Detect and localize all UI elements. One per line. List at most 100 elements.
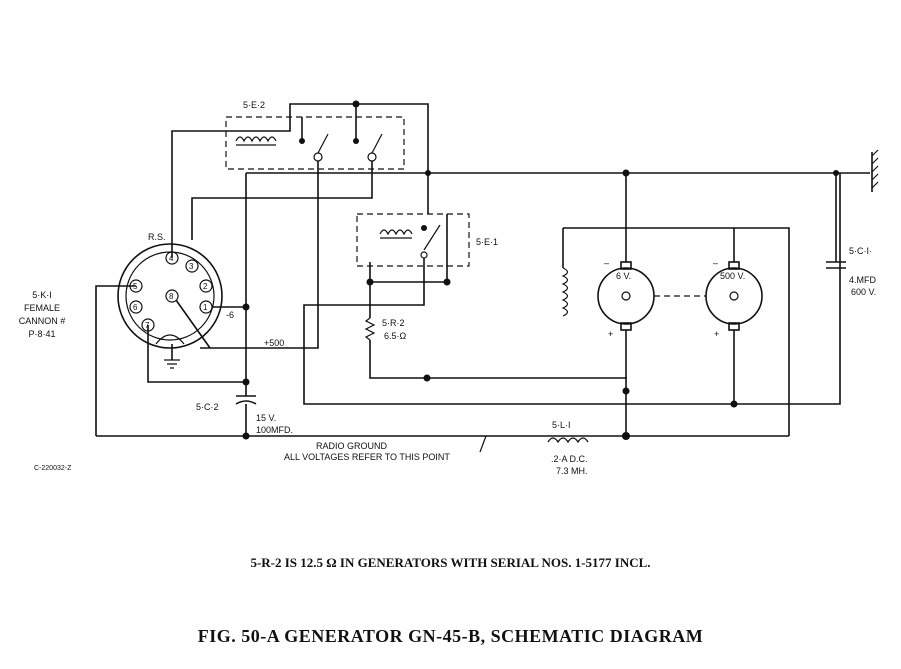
generator-500v xyxy=(705,267,763,325)
motor-6v-shaft xyxy=(621,291,631,301)
generator-500v-minus: – xyxy=(713,258,718,268)
pin-4 xyxy=(165,251,179,265)
wire-5e2-top xyxy=(289,103,429,173)
pin-3 xyxy=(185,259,199,273)
capacitor-5c1-label: 5·C·I· xyxy=(849,246,872,256)
inductor-5l1 xyxy=(547,437,589,444)
radio-ground-arrow xyxy=(479,435,487,453)
relay-5e2-label: 5·E·2 xyxy=(243,100,265,110)
wire-pin8 xyxy=(175,299,211,349)
field-coil xyxy=(561,267,569,317)
figure-title: FIG. 50-A GENERATOR GN-45-B, SCHEMATIC D… xyxy=(197,626,704,646)
relay-5e1-contact-a xyxy=(421,225,427,231)
junction xyxy=(622,387,630,395)
wire-r2-bottom xyxy=(369,340,627,379)
relay-5e2-arm-2 xyxy=(371,133,383,154)
connector-5k1: 4 3 2 1 5 6 7 8 xyxy=(117,243,223,369)
resistor-5r2 xyxy=(364,317,376,341)
junction xyxy=(366,278,374,286)
pin-minus6-label: -6 xyxy=(226,310,234,320)
junction xyxy=(425,170,431,176)
capacitor-5c1-value-2: 600 V. xyxy=(851,287,876,297)
relay-5e2-contact-d xyxy=(367,152,377,162)
relay-5e1-coil xyxy=(379,229,413,236)
relay-5e2-coil xyxy=(235,136,277,143)
pin-4-label: 4 xyxy=(169,254,174,263)
motor-6v-label: 6 V. xyxy=(616,271,631,281)
brush-6v-top xyxy=(620,261,632,270)
drawing-number: C-220032-Z xyxy=(34,465,72,472)
relay-5e1-housing xyxy=(356,213,470,267)
relay-5e1-contact-b xyxy=(420,251,428,259)
wire-5e2-left xyxy=(171,117,291,258)
rs-label: R.S. xyxy=(148,232,166,242)
connector-label-2: FEMALE xyxy=(24,303,60,313)
junctions xyxy=(242,100,839,440)
motor-6v-plus: + xyxy=(608,329,613,339)
serial-number-note: 5-R-2 IS 12.5 Ω IN GENERATORS WITH SERIA… xyxy=(250,555,651,570)
pin-3-label: 3 xyxy=(189,262,194,271)
pin-8 xyxy=(165,289,179,303)
connector-label-3: CANNON # xyxy=(19,316,66,326)
generator-500v-label: 500 V. xyxy=(720,271,745,281)
wire-pin5 xyxy=(95,285,136,436)
junction xyxy=(242,303,250,311)
pin-6-label: 6 xyxy=(133,303,138,312)
plus500-label: +500 xyxy=(264,338,284,348)
relay-5e2: 5·E·2 xyxy=(225,100,405,170)
junction xyxy=(423,374,431,382)
capacitor-5c2-value-1: 15 V. xyxy=(256,413,276,423)
capacitor-5c1-value-1: 4.MFD xyxy=(849,275,877,285)
junction xyxy=(242,378,250,386)
pin-5 xyxy=(129,279,143,293)
pin-2-label: 2 xyxy=(203,282,208,291)
pin-8-label: 8 xyxy=(169,292,174,301)
resistor-5r2-label: 5·R·2 xyxy=(382,318,405,328)
pin-1 xyxy=(199,300,213,314)
wire-pin3 xyxy=(191,161,373,240)
connector-key xyxy=(155,334,185,345)
labels: R.S. 5·K·I FEMALE CANNON # P·8·41 -6 +50… xyxy=(19,232,877,476)
pin-2 xyxy=(199,279,213,293)
inductor-5l1-label: 5·L·I xyxy=(552,420,571,430)
pin-7 xyxy=(141,318,155,332)
capacitor-5c2-value-2: 100MFD. xyxy=(256,425,293,435)
relay-5e2-arm-1 xyxy=(317,133,329,154)
relay-5e2-housing xyxy=(225,116,405,170)
generator-500v-shaft xyxy=(729,291,739,301)
relay-5e1-arm xyxy=(423,224,441,251)
wire-5e1-return xyxy=(303,173,841,405)
wire-pin7 xyxy=(147,325,246,383)
ground-hatch xyxy=(871,149,879,189)
relay-5e2-contact-b xyxy=(313,152,323,162)
junction xyxy=(833,170,839,176)
wiring xyxy=(95,103,879,453)
junction xyxy=(443,278,451,286)
wire-plus500 xyxy=(200,161,319,349)
radio-ground-label: RADIO GROUND xyxy=(316,441,388,451)
capacitor-5c2-label: 5·C·2 xyxy=(196,402,219,412)
generator-500v-plus: + xyxy=(714,329,719,339)
radio-ground-note: ALL VOLTAGES REFER TO THIS POINT xyxy=(284,452,450,462)
relay-5e1: 5·E·1 xyxy=(356,213,498,267)
capacitor-5c2-plate-bottom xyxy=(235,400,257,405)
wire-field-return xyxy=(563,227,790,436)
motor-6v-minus: – xyxy=(604,258,609,268)
brush-500v-top xyxy=(728,261,740,270)
pin-6 xyxy=(129,300,143,314)
pin-1-label: 1 xyxy=(203,303,208,312)
junction xyxy=(242,432,250,440)
junction xyxy=(622,169,630,177)
pin-7-label: 7 xyxy=(145,321,150,330)
wire-5e1-left xyxy=(369,214,448,283)
junction xyxy=(730,400,738,408)
inductor-5l1-value-2: 7.3 MH. xyxy=(556,466,588,476)
relay-5e1-label: 5·E·1 xyxy=(476,237,498,247)
connector-ground-symbol xyxy=(164,359,180,369)
connector-label-4: P·8·41 xyxy=(28,329,55,339)
resistor-5r2-value: 6.5·Ω xyxy=(384,331,407,341)
connector-label-1: 5·K·I xyxy=(32,290,52,300)
pin-5-label: 5 xyxy=(133,282,138,291)
inductor-5l1-value-1: .2·A D.C. xyxy=(551,454,588,464)
